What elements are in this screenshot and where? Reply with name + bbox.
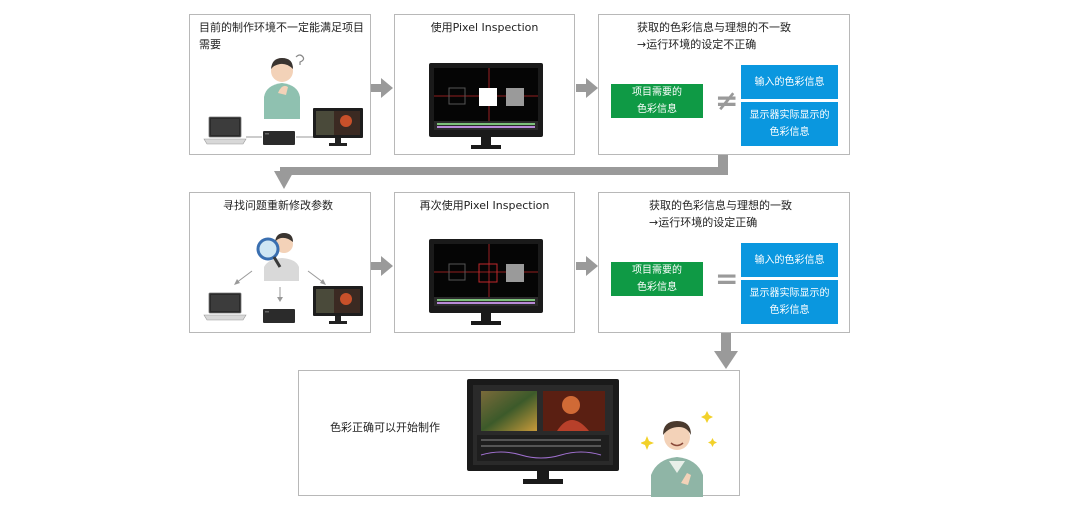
step6-caption-line1: 获取的色彩信息与理想的一致 (649, 199, 792, 212)
arrow-right-icon (371, 78, 393, 98)
input-color-info-box: 输入的色彩信息 (741, 65, 838, 99)
displayed-color-info-box: 显示器实际显示的 色彩信息 (741, 102, 838, 146)
laptop-icon (203, 292, 247, 321)
return-arrow-icon (274, 155, 728, 189)
monitor-icon (313, 286, 363, 324)
production-monitor-icon (467, 379, 619, 484)
step7-caption: 色彩正确可以开始制作 (330, 421, 440, 434)
required-color-info-box: 项目需要的 色彩信息 (611, 84, 703, 118)
step1-caption-line2: 需要 (199, 38, 221, 51)
equal-symbol: = (715, 262, 739, 295)
arrow-right-icon (371, 256, 393, 276)
laptop-icon (203, 116, 247, 145)
confused-person-icon (264, 54, 305, 119)
step1-box: 目前的制作环境不一定能满足项目 需要 (189, 14, 371, 155)
arrow-right-icon (576, 256, 598, 276)
step5-caption: 再次使用Pixel Inspection (419, 199, 550, 212)
pixel-inspection-monitor-icon (429, 239, 543, 325)
displayed-color-info-box: 显示器实际显示的 色彩信息 (741, 280, 838, 324)
step3-box: 获取的色彩信息与理想的不一致 →运行环境的设定不正确 项目需要的 色彩信息 ≠ … (598, 14, 850, 155)
step4-caption: 寻找问题重新修改参数 (223, 199, 333, 212)
step6-caption-line2: →运行环境的设定正确 (649, 216, 758, 229)
arrow-right-icon (576, 78, 598, 98)
step4-box: 寻找问题重新修改参数 (189, 192, 371, 333)
step7-box: 色彩正确可以开始制作 (298, 370, 740, 497)
step5-box: 再次使用Pixel Inspection (394, 192, 575, 333)
required-color-info-box: 项目需要的 色彩信息 (611, 262, 703, 296)
workstation-icon (263, 131, 295, 145)
pixel-inspection-monitor-icon (429, 63, 543, 149)
step1-caption-line1: 目前的制作环境不一定能满足项目 (199, 21, 364, 34)
not-equal-symbol: ≠ (715, 84, 739, 117)
workstation-icon (263, 309, 295, 323)
monitor-icon (313, 108, 363, 146)
arrow-down-icon (714, 333, 738, 369)
step3-caption-line2: →运行环境的设定不正确 (637, 38, 757, 51)
step2-caption: 使用Pixel Inspection (430, 21, 539, 34)
step2-box: 使用Pixel Inspection (394, 14, 575, 155)
magnifier-person-icon (256, 233, 299, 281)
input-color-info-box: 输入的色彩信息 (741, 243, 838, 277)
happy-person-icon (641, 411, 717, 497)
step6-box: 获取的色彩信息与理想的一致 →运行环境的设定正确 项目需要的 色彩信息 = 输入… (598, 192, 850, 333)
step3-caption-line1: 获取的色彩信息与理想的不一致 (637, 21, 791, 34)
